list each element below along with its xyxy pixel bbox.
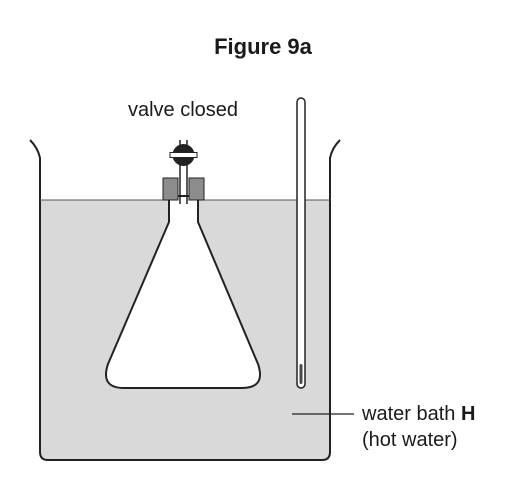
water-bath-label: water bath H xyxy=(361,403,475,425)
stopper-right xyxy=(188,177,205,201)
conical-flask xyxy=(105,195,261,389)
figure-title: Figure 9a xyxy=(214,34,313,59)
valve-label: valve closed xyxy=(128,99,238,121)
valve xyxy=(169,144,198,166)
valve-handle xyxy=(169,152,198,158)
water-bath-label-letter: H xyxy=(461,403,475,425)
thermometer-stem xyxy=(296,97,306,389)
water-bath-sublabel: (hot water) xyxy=(362,429,458,451)
stopper-left xyxy=(162,177,179,201)
thermometer xyxy=(296,97,306,389)
water-bath-label-prefix: water bath xyxy=(361,403,461,425)
water-bath-beaker xyxy=(29,139,341,461)
thermometer-liquid xyxy=(299,364,303,384)
